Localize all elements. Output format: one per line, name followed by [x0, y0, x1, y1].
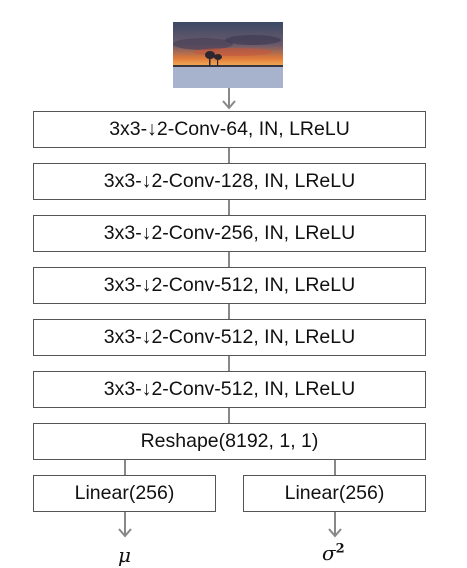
mu-arrow: [118, 512, 132, 538]
connector: [228, 200, 230, 215]
linear-head-mu: Linear(256): [33, 475, 216, 512]
connector: [228, 408, 230, 423]
connector-left: [124, 460, 126, 475]
conv-layer-5: 3x3-↓2-Conv-512, IN, LReLU: [33, 319, 426, 356]
conv-layer-4: 3x3-↓2-Conv-512, IN, LReLU: [33, 267, 426, 304]
connector: [228, 252, 230, 267]
output-mu: μ: [118, 543, 131, 567]
input-arrow: [222, 88, 236, 110]
sunset-landscape-photo: [173, 22, 283, 88]
connector: [228, 304, 230, 319]
linear-head-sigma: Linear(256): [243, 475, 426, 512]
input-image: [173, 22, 283, 88]
connector: [228, 148, 230, 163]
conv-layer-3: 3x3-↓2-Conv-256, IN, LReLU: [33, 215, 426, 252]
connector: [228, 356, 230, 371]
sigma-arrow: [328, 512, 342, 538]
reshape-layer: Reshape(8192, 1, 1): [33, 423, 426, 460]
conv-layer-1: 3x3-↓2-Conv-64, IN, LReLU: [33, 111, 426, 148]
conv-layer-2: 3x3-↓2-Conv-128, IN, LReLU: [33, 163, 426, 200]
output-sigma-squared: σ2: [322, 541, 345, 565]
connector-right: [334, 460, 336, 475]
conv-layer-6: 3x3-↓2-Conv-512, IN, LReLU: [33, 371, 426, 408]
